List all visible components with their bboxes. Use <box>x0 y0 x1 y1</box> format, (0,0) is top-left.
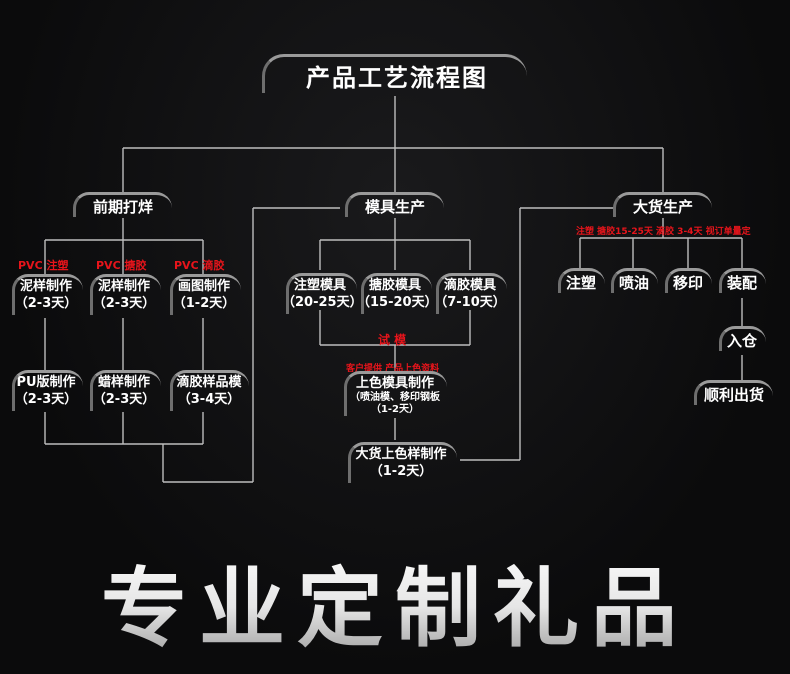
tag-pvc-rotocast: PVC 搪胶 <box>96 259 147 272</box>
slogan-text: 专业定制礼品 <box>0 538 790 663</box>
mold-injection: 注塑模具（20-25天） <box>282 273 363 314</box>
production-spray: 喷油 <box>609 268 659 293</box>
trial-mold-label: 试 模 <box>378 333 407 347</box>
branch-production: 大货生产 <box>613 192 713 217</box>
prep-step-clay-2: 泥样制作（2-3天） <box>86 274 162 315</box>
branch-prep: 前期打烊 <box>73 192 173 217</box>
production-assembly: 装配 <box>717 268 767 293</box>
client-color-note: 客户提供 产品上色资料 <box>346 364 440 374</box>
production-note: 注塑 搪胶15-25天 滴胶 3-4天 视订单量定 <box>576 227 751 237</box>
prep-step-drawing: 画图制作（1-2天） <box>166 274 242 315</box>
mold-rotocast: 搪胶模具（15-20天） <box>357 273 438 314</box>
branch-mold: 模具生产 <box>345 192 445 217</box>
prep-step-clay-1: 泥样制作（2-3天） <box>8 274 84 315</box>
prep-step-pu: PU版制作（2-3天） <box>8 370 84 411</box>
bulk-color-sample-step: 大货上色样制作（1-2天） <box>344 442 458 483</box>
tag-pvc-epoxy: PVC 滴胶 <box>174 259 225 272</box>
prep-step-wax: 蜡样制作（2-3天） <box>86 370 162 411</box>
production-pad-print: 移印 <box>663 268 713 293</box>
diagram-title: 产品工艺流程图 <box>262 54 532 94</box>
warehouse-step: 入仓 <box>717 326 767 351</box>
color-mold-step: 上色模具制作 （喷油模、移印钢板 （1-2天） <box>338 371 452 416</box>
prep-step-epoxy-sample: 滴胶样品模（3-4天） <box>166 370 252 411</box>
mold-epoxy: 滴胶模具（7-10天） <box>432 273 508 314</box>
shipping-step: 顺利出货 <box>694 380 774 405</box>
tag-pvc-injection: PVC 注塑 <box>18 259 69 272</box>
production-injection: 注塑 <box>556 268 606 293</box>
